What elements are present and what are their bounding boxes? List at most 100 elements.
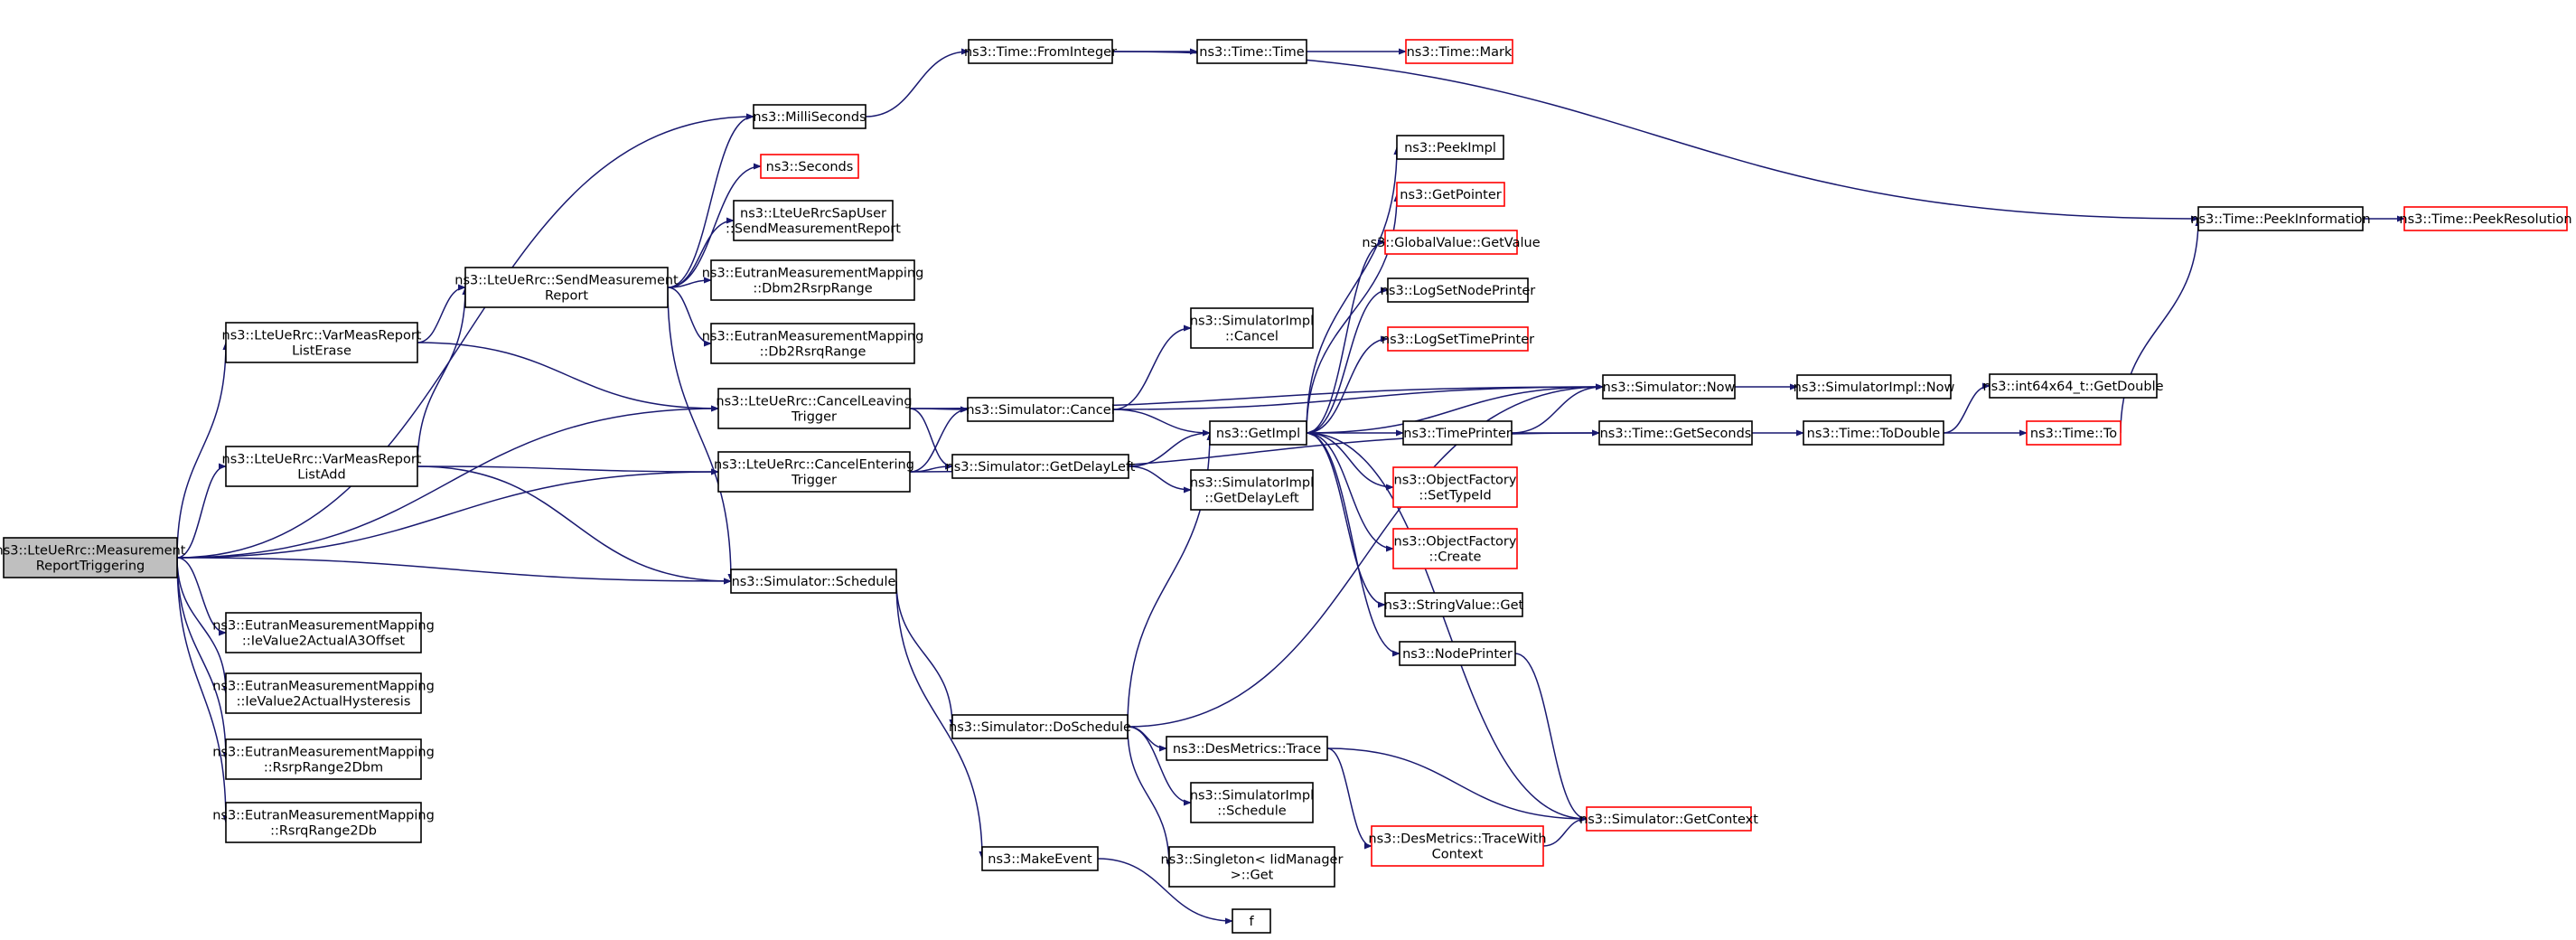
node-db2rsrq[interactable]: ns3::EutranMeasurementMapping::Db2RsrqRa… <box>702 323 924 364</box>
node-get-pointer[interactable]: ns3::GetPointer <box>1396 182 1505 207</box>
node-impl-schedule[interactable]: ns3::SimulatorImpl::Schedule <box>1190 782 1314 823</box>
node-peek-resolution[interactable]: ns3::Time::PeekResolution <box>2399 206 2572 231</box>
node-node-printer[interactable]: ns3::NodePrinter <box>1399 641 1516 666</box>
node-global-value[interactable]: ns3::GlobalValue::GetValue <box>1362 230 1541 255</box>
node-box <box>1396 135 1504 160</box>
edge-time-to-to-peek-information <box>2120 218 2202 434</box>
node-do-schedule[interactable]: ns3::Simulator::DoSchedule <box>949 714 1131 739</box>
edge-arrow <box>1511 383 1604 434</box>
node-label-line: ns3::EutranMeasurementMapping <box>212 680 435 694</box>
node-impl-now[interactable]: ns3::SimulatorImpl::Now <box>1794 374 1955 400</box>
node-dbm2rsrp[interactable]: ns3::EutranMeasurementMapping::Dbm2RsrpR… <box>702 259 924 301</box>
node-peek-impl[interactable]: ns3::PeekImpl <box>1396 135 1504 160</box>
node-sap-user[interactable]: ns3::LteUeRrcSapUser::SendMeasurementRep… <box>726 200 901 241</box>
node-string-value[interactable]: ns3::StringValue::Get <box>1384 592 1524 617</box>
node-label-line: ns3::Time::PeekInformation <box>2190 212 2370 227</box>
node-get-delay-left[interactable]: ns3::Simulator::GetDelayLeft <box>946 454 1136 479</box>
node-log-node[interactable]: ns3::LogSetNodePrinter <box>1381 277 1536 303</box>
edge-var-add-to-cancel-entering <box>417 465 719 475</box>
node-label-line: ns3::SimulatorImpl <box>1190 476 1314 491</box>
node-label-line: ns3::GetImpl <box>1216 427 1300 441</box>
node-get-impl[interactable]: ns3::GetImpl <box>1209 420 1307 446</box>
edge-arrow <box>1127 383 1604 728</box>
edge-sim-cancel-to-get-impl <box>1112 409 1211 437</box>
node-rsrq2db[interactable]: ns3::EutranMeasurementMapping::RsrqRange… <box>212 802 435 843</box>
edge-root-to-rsrp2dbm <box>176 557 229 760</box>
edge-arrow <box>176 342 229 559</box>
node-f[interactable]: f <box>1232 908 1271 934</box>
node-sim-cancel[interactable]: ns3::Simulator::Cancel <box>966 397 1115 422</box>
node-peek-information[interactable]: ns3::Time::PeekInformation <box>2190 206 2371 231</box>
node-int64-get-double[interactable]: ns3::int64x64_t::GetDouble <box>1982 373 2164 399</box>
node-root[interactable]: ns3::LteUeRrc::MeasurementReportTriggeri… <box>0 537 186 578</box>
node-a3[interactable]: ns3::EutranMeasurementMapping::IeValue2A… <box>212 612 435 653</box>
node-box <box>1399 641 1516 666</box>
edge-arrow <box>1111 51 2199 222</box>
edge-arrow <box>417 465 732 585</box>
node-box <box>1384 230 1518 255</box>
node-label-line: ns3::SimulatorImpl <box>1190 315 1314 329</box>
node-seconds[interactable]: ns3::Seconds <box>760 154 859 179</box>
node-send-mr[interactable]: ns3::LteUeRrc::SendMeasurementReport <box>454 267 679 308</box>
edge-arrow <box>1127 726 1173 868</box>
node-impl-get-delay-left[interactable]: ns3::SimulatorImpl::GetDelayLeft <box>1190 469 1314 511</box>
edge-send-mr-to-db2rsrq <box>667 287 712 347</box>
node-label-line: ::IeValue2ActualHysteresis <box>237 695 411 710</box>
node-to-double[interactable]: ns3::Time::ToDouble <box>1803 420 1944 446</box>
node-label-line: ::RsrqRange2Db <box>270 824 377 839</box>
edge-arrow <box>1112 324 1192 410</box>
node-time-printer[interactable]: ns3::TimePrinter <box>1402 420 1513 446</box>
edge-get-context-to-get-impl <box>1306 429 1588 820</box>
edge-get-impl-to-sim-now <box>1306 383 1604 434</box>
node-mark[interactable]: ns3::Time::Mark <box>1405 39 1513 64</box>
node-label-line: ns3::Seconds <box>766 160 854 174</box>
edge-arrow <box>176 557 229 823</box>
node-label-line: ns3::LogSetTimePrinter <box>1382 333 1534 347</box>
node-milli[interactable]: ns3::MilliSeconds <box>753 104 866 129</box>
edge-arrow <box>176 557 732 585</box>
node-box <box>225 672 422 714</box>
node-singleton[interactable]: ns3::Singleton< IidManager >::Get <box>1161 846 1344 888</box>
node-time-time[interactable]: ns3::Time::Time <box>1196 39 1307 64</box>
node-label-line: ListAdd <box>297 468 345 483</box>
edge-cancel-leaving-to-get-delay-left <box>909 408 953 470</box>
node-box <box>1796 374 1952 400</box>
edge-arrow <box>1943 382 1991 434</box>
node-label-line: Report <box>545 289 588 304</box>
edge-schedule-to-do-schedule <box>895 580 956 728</box>
node-label-line: ns3::Simulator::Schedule <box>732 575 896 589</box>
node-time-to[interactable]: ns3::Time::To <box>2026 420 2122 446</box>
node-get-seconds[interactable]: ns3::Time::GetSeconds <box>1598 420 1753 446</box>
node-schedule[interactable]: ns3::Simulator::Schedule <box>730 569 897 594</box>
node-sim-now[interactable]: ns3::Simulator::Now <box>1602 374 1736 400</box>
node-of-set-type-id[interactable]: ns3::ObjectFactory::SetTypeId <box>1392 466 1518 508</box>
node-box <box>225 612 422 653</box>
node-rsrp2dbm[interactable]: ns3::EutranMeasurementMapping::RsrpRange… <box>212 738 435 780</box>
edge-arrow <box>1112 409 1211 437</box>
node-make-event[interactable]: ns3::MakeEvent <box>981 846 1099 871</box>
edge-make-event-to-f <box>1097 858 1233 925</box>
node-hyst[interactable]: ns3::EutranMeasurementMapping::IeValue2A… <box>212 672 435 714</box>
node-get-context[interactable]: ns3::Simulator::GetContext <box>1579 806 1758 832</box>
node-label-line: >::Get <box>1231 869 1274 883</box>
node-from-integer[interactable]: ns3::Time::FromInteger <box>964 39 1117 64</box>
node-impl-cancel[interactable]: ns3::SimulatorImpl::Cancel <box>1190 307 1314 349</box>
node-log-time[interactable]: ns3::LogSetTimePrinter <box>1382 326 1534 352</box>
edge-arrow <box>176 557 227 636</box>
node-label-line: ::RsrpRange2Dbm <box>264 761 383 776</box>
node-label-line: ::GetDelayLeft <box>1204 492 1299 506</box>
node-of-create[interactable]: ns3::ObjectFactory::Create <box>1392 528 1518 569</box>
node-box <box>1387 277 1529 303</box>
node-box <box>1190 469 1314 511</box>
edge-get-impl-to-log-time <box>1306 335 1389 434</box>
edge-arrow <box>417 342 719 412</box>
node-label-line: ns3::int64x64_t::GetDouble <box>1982 380 2163 394</box>
edge-do-schedule-to-des-trace <box>1127 726 1167 752</box>
node-des-trace[interactable]: ns3::DesMetrics::Trace <box>1166 736 1328 761</box>
edge-root-to-a3 <box>176 557 227 636</box>
